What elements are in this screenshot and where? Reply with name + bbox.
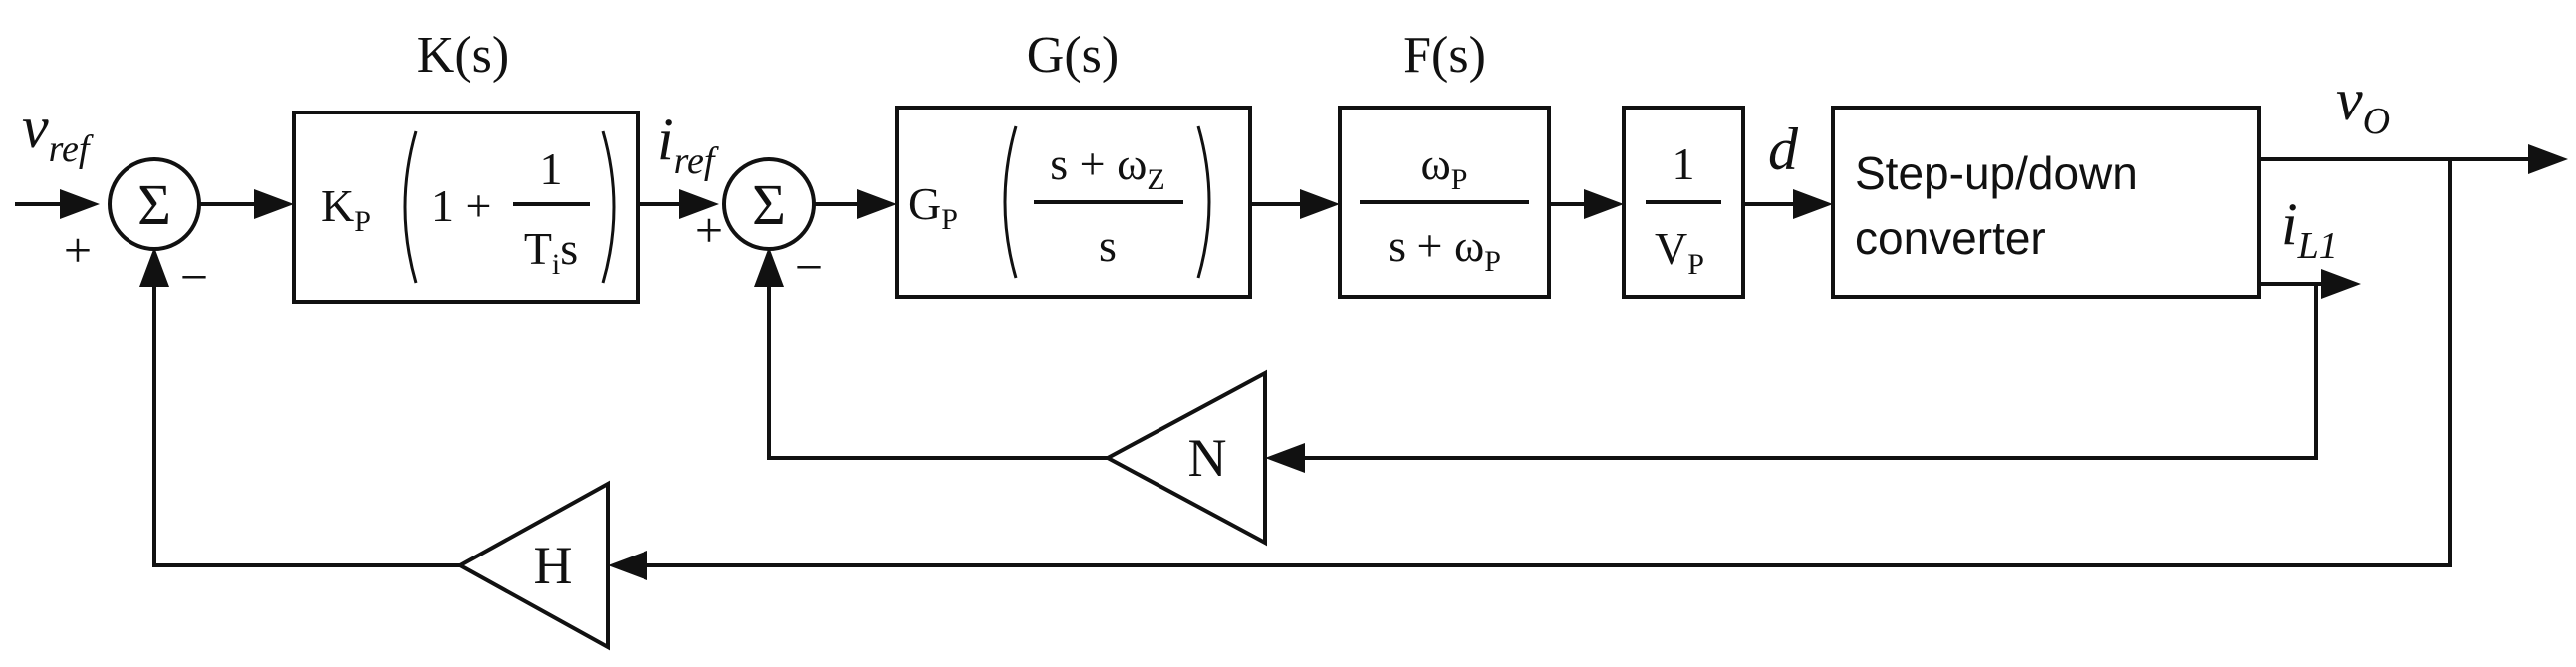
converter-label-line2: converter: [1855, 212, 2046, 264]
arrow-into-g: [857, 189, 897, 219]
k-left-paren: [403, 130, 418, 284]
k-gain-subscript: P: [354, 205, 371, 238]
iref-label: iref: [657, 107, 719, 182]
k-block-box: [292, 111, 640, 304]
pwm-den-letter: V: [1655, 223, 1687, 274]
duty-label: d: [1768, 116, 1799, 182]
pwm-den-subscript: P: [1687, 248, 1704, 281]
outer-sum-circle: [108, 157, 201, 251]
g-gain-subscript: P: [941, 203, 958, 236]
g-fraction-denominator: s: [1099, 220, 1117, 271]
inner-sum-minus: −: [795, 239, 823, 295]
pwm-fraction-denominator: VP: [1655, 223, 1704, 281]
f-filter-block: F(s) ωP s + ωP: [1338, 27, 1551, 299]
arrow-into-n: [1265, 443, 1305, 473]
k-gain-letter: K: [321, 180, 354, 231]
arrow-outer-feedback: [139, 247, 169, 287]
signal-labels: vref iref d vO iL1: [22, 67, 2390, 267]
pwm-gain-block: 1 VP: [1622, 106, 1745, 299]
g-controller-block: G(s) GP s + ωZ s: [895, 27, 1252, 299]
f-fraction-numerator: ωP: [1421, 138, 1468, 196]
h-gain-label: H: [534, 536, 573, 595]
g-num-subscript: Z: [1147, 163, 1164, 196]
f-den-subscript: P: [1484, 245, 1501, 278]
g-fraction-numerator: s + ωZ: [1050, 138, 1164, 196]
converter-block: Step-up/down converter: [1831, 106, 2261, 299]
inner-feedback-wire-right: [1305, 284, 2318, 460]
k-one-plus: 1 +: [431, 180, 491, 231]
k-den-tail: s: [560, 223, 578, 274]
arrow-into-k: [254, 189, 294, 219]
outer-feedback-wire-right: [647, 159, 2452, 567]
arrow-vo-out: [2528, 144, 2568, 174]
connection-lines: [15, 157, 2528, 567]
vo-label: vO: [2336, 67, 2390, 142]
vref-subscript: ref: [49, 128, 94, 170]
arrowheads: [60, 144, 2568, 580]
outer-sum-symbol: Σ: [137, 172, 171, 237]
arrow-il1-out: [2321, 269, 2361, 299]
vo-subscript: O: [2363, 101, 2390, 142]
k-den-letter: T: [524, 223, 552, 274]
k-controller-block: K(s) KP 1 + 1 Tis: [292, 27, 640, 304]
k-den-subscript: i: [552, 248, 560, 281]
arrow-iref-in: [679, 189, 719, 219]
g-left-paren: [1003, 125, 1018, 279]
iref-letter: i: [657, 107, 674, 172]
f-den-text: s + ω: [1388, 220, 1484, 271]
g-block-title: G(s): [1027, 27, 1119, 84]
outer-summing-junction: Σ + −: [64, 157, 208, 305]
pwm-fraction-numerator: 1: [1673, 138, 1695, 189]
arrow-into-converter: [1793, 189, 1833, 219]
k-block-title: K(s): [417, 27, 509, 84]
g-gain-label: GP: [908, 178, 958, 236]
il1-label: iL1: [2281, 191, 2338, 267]
arrow-into-pwm: [1584, 189, 1624, 219]
inner-sum-circle: [722, 157, 816, 251]
k-gain-label: KP: [321, 180, 371, 238]
vref-letter: v: [22, 95, 49, 160]
vref-label: vref: [22, 95, 94, 170]
h-gain-shape: [455, 480, 610, 651]
outer-sum-minus: −: [180, 249, 208, 305]
converter-block-box: [1831, 106, 2261, 299]
f-fraction-denominator: s + ωP: [1388, 220, 1501, 278]
k-right-paren: [601, 130, 616, 284]
g-num-text: s + ω: [1050, 138, 1147, 189]
inner-sum-plus: +: [695, 202, 723, 258]
vo-letter: v: [2336, 67, 2363, 132]
arrow-vref-in: [60, 189, 100, 219]
inner-feedback-wire-left: [767, 287, 1108, 460]
f-num-text: ω: [1421, 138, 1451, 189]
f-block-title: F(s): [1403, 27, 1486, 84]
arrow-into-f: [1300, 189, 1340, 219]
arrow-inner-feedback: [754, 247, 784, 287]
n-gain-label: N: [1188, 428, 1227, 488]
il1-subscript: L1: [2297, 225, 2338, 267]
il1-letter: i: [2281, 191, 2298, 257]
inner-sum-symbol: Σ: [752, 172, 786, 237]
converter-label-line1: Step-up/down: [1855, 147, 2138, 199]
arrow-into-h: [608, 551, 647, 580]
iref-subscript: ref: [674, 140, 719, 182]
k-fraction-numerator: 1: [540, 143, 563, 194]
k-fraction-denominator: Tis: [524, 223, 578, 281]
outer-sum-plus: +: [64, 222, 92, 278]
g-gain-letter: G: [908, 178, 941, 229]
inner-summing-junction: Σ + −: [695, 157, 823, 295]
g-right-paren: [1196, 125, 1211, 279]
n-gain-block: N: [1103, 369, 1267, 547]
h-gain-block: H: [455, 480, 610, 651]
f-num-subscript: P: [1451, 163, 1468, 196]
n-gain-shape: [1103, 369, 1267, 547]
outer-feedback-wire-left: [152, 287, 460, 567]
